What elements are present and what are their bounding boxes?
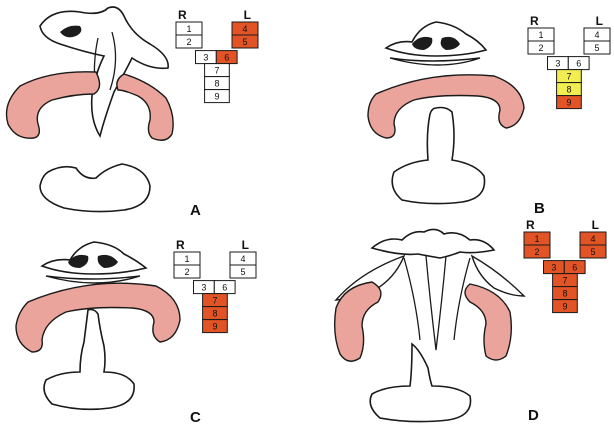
cell-number-1: 1 [534, 234, 539, 244]
panel-label-c: C [190, 409, 201, 426]
cell-number-5: 5 [240, 267, 245, 277]
cell-number-4: 4 [594, 30, 599, 40]
side-label-right: R [178, 8, 187, 22]
cell-number-8: 8 [214, 79, 219, 89]
uvula-shape-c [44, 310, 134, 410]
cell-number-2: 2 [534, 247, 539, 257]
panel-label-b: B [534, 200, 545, 217]
cell-number-8: 8 [212, 309, 217, 319]
lower-shape-d [370, 344, 470, 422]
y-diagram-b: R L 1 2 3 4 5 67 8 9 [528, 14, 610, 109]
cell-number-4: 4 [242, 24, 247, 34]
lower-shape-a [40, 164, 150, 212]
y-diagram-c: R L 1 2 3 4 5 67 8 9 [174, 238, 256, 333]
palate-left-a [117, 74, 173, 140]
side-label-left: L [596, 14, 603, 28]
cell-number-7: 7 [212, 296, 217, 306]
side-label-right: R [530, 14, 539, 28]
nose-b [386, 22, 486, 65]
cell-number-7: 7 [566, 72, 571, 82]
side-label-right: R [526, 218, 535, 232]
nose-a [40, 7, 168, 136]
panel-a: A [7, 7, 202, 219]
side-label-left: L [242, 238, 249, 252]
nose-c [42, 242, 146, 283]
cell-number-7: 7 [562, 276, 567, 286]
cell-number-3: 3 [203, 53, 208, 63]
side-label-right: R [176, 238, 185, 252]
cell-number-5: 5 [242, 37, 247, 47]
cell-number-6: 6 [224, 53, 229, 63]
cell-number-5: 5 [590, 247, 595, 257]
cell-number-4: 4 [240, 254, 245, 264]
cell-number-2: 2 [186, 37, 191, 47]
cell-number-2: 2 [184, 267, 189, 277]
cell-number-3: 3 [555, 59, 560, 69]
cell-number-9: 9 [566, 98, 571, 108]
cell-number-3: 3 [201, 283, 206, 293]
panel-label-a: A [190, 202, 201, 219]
y-diagram-d: R L 1 2 3 4 5 67 8 9 [524, 218, 606, 313]
y-diagram-a: R L 1 2 3 4 5 67 8 9 [176, 8, 258, 103]
cell-number-1: 1 [184, 254, 189, 264]
cell-number-2: 2 [538, 43, 543, 53]
side-label-left: L [592, 218, 599, 232]
palate-left-d [465, 284, 511, 360]
panel-d: D [335, 229, 539, 424]
cell-number-6: 6 [576, 59, 581, 69]
palate-right-a [7, 72, 100, 138]
panel-label-d: D [528, 407, 539, 424]
uvula-shape-b [392, 108, 484, 204]
cell-number-9: 9 [562, 302, 567, 312]
panel-c: C [16, 242, 201, 426]
panel-b: B [368, 22, 545, 217]
cell-number-8: 8 [566, 85, 571, 95]
cell-number-9: 9 [212, 322, 217, 332]
cell-number-8: 8 [562, 289, 567, 299]
cell-number-5: 5 [594, 43, 599, 53]
side-label-left: L [244, 8, 251, 22]
cell-number-3: 3 [551, 263, 556, 273]
cell-number-6: 6 [572, 263, 577, 273]
cell-number-4: 4 [590, 234, 595, 244]
cell-number-6: 6 [222, 283, 227, 293]
cell-number-1: 1 [186, 24, 191, 34]
cell-number-7: 7 [214, 66, 219, 76]
cell-number-1: 1 [538, 30, 543, 40]
cell-number-9: 9 [214, 92, 219, 102]
